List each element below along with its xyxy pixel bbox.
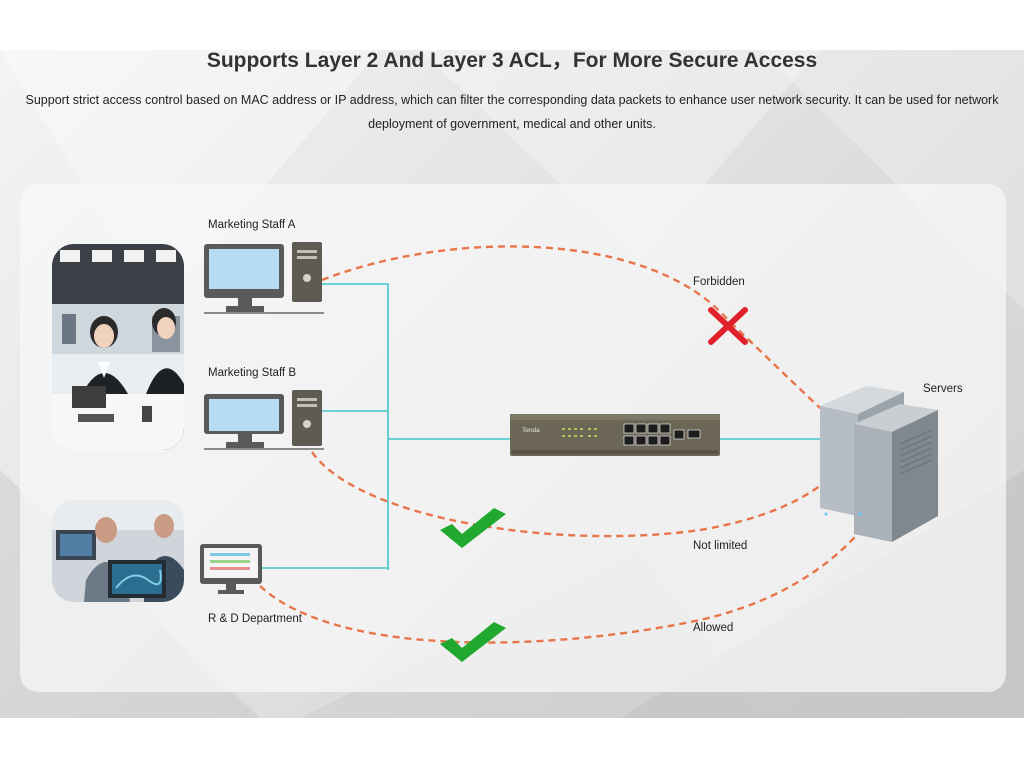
- network-switch: Tenda: [510, 414, 720, 456]
- network-diagram: Tenda: [200, 242, 938, 662]
- switch-brand-label: Tenda: [522, 427, 540, 434]
- path-forbidden: [321, 245, 843, 429]
- label-allowed: Allowed: [693, 622, 734, 634]
- check-icon: [440, 622, 506, 662]
- network-links: [262, 283, 822, 570]
- label-servers: Servers: [923, 383, 963, 395]
- office-staff-photo: [52, 244, 184, 450]
- server-rack: [820, 386, 938, 542]
- path-allowed: [259, 489, 892, 644]
- label-staff-a: Marketing Staff A: [208, 219, 296, 231]
- computer-staff-a: [204, 242, 324, 314]
- diagram-canvas: Supports Layer 2 And Layer 3 ACL，For Mor…: [0, 50, 1024, 718]
- label-staff-b: Marketing Staff B: [208, 367, 296, 379]
- check-icon: [440, 508, 506, 548]
- page-title: Supports Layer 2 And Layer 3 ACL，For Mor…: [206, 50, 818, 72]
- access-paths: [259, 245, 892, 644]
- rd-team-photo: [52, 500, 184, 602]
- link-staff-a: [322, 283, 389, 570]
- monitor-rd: [200, 544, 262, 594]
- computer-staff-b: [204, 390, 324, 450]
- cross-icon: [708, 307, 748, 345]
- label-forbidden: Forbidden: [693, 276, 745, 288]
- label-not-limited: Not limited: [693, 540, 748, 552]
- path-not-limited: [311, 451, 839, 538]
- switch-ports: [623, 423, 701, 446]
- page-description: Support strict access control based on M…: [25, 93, 999, 131]
- label-rd: R & D Department: [208, 613, 302, 625]
